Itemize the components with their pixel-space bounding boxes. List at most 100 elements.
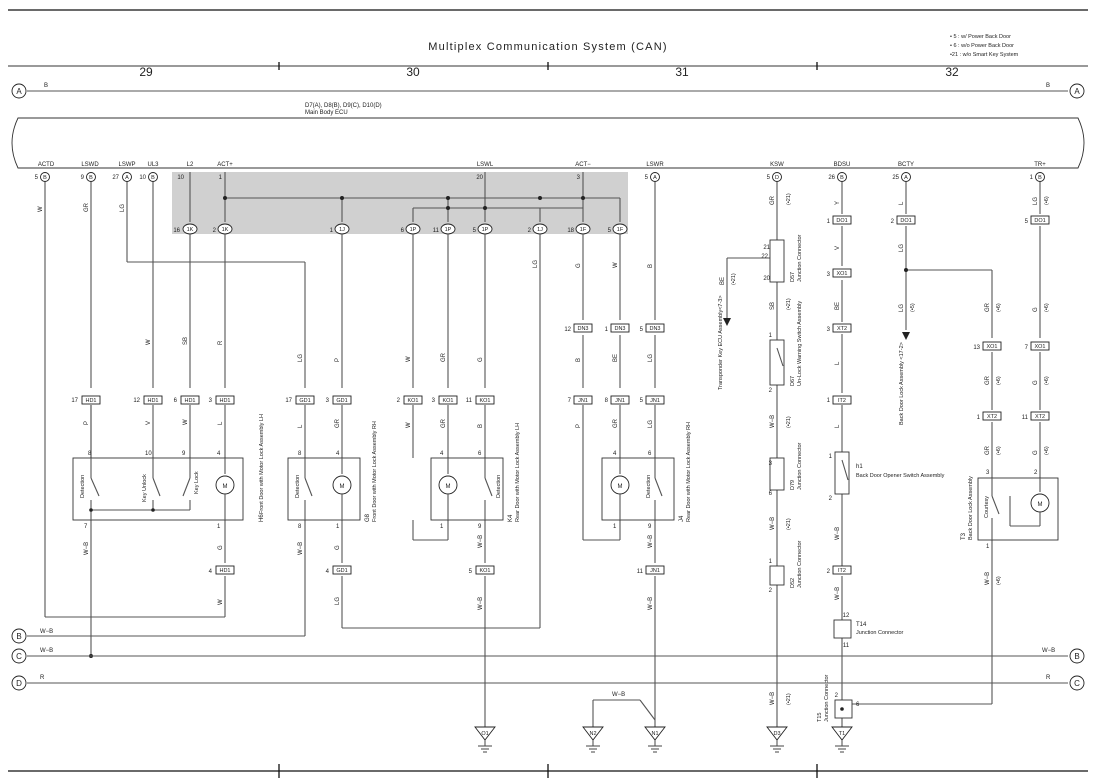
svg-text:(•6): (•6) bbox=[1044, 196, 1050, 205]
svg-text:9: 9 bbox=[81, 175, 85, 181]
svg-text:LG: LG bbox=[533, 260, 539, 268]
svg-text:2: 2 bbox=[891, 219, 895, 225]
svg-text:1: 1 bbox=[330, 228, 334, 234]
svg-text:26: 26 bbox=[828, 175, 835, 181]
svg-text:R: R bbox=[218, 340, 224, 345]
svg-text:1: 1 bbox=[613, 524, 617, 530]
svg-text:T3: T3 bbox=[961, 532, 967, 540]
svg-text:1: 1 bbox=[336, 524, 340, 530]
svg-text:D57: D57 bbox=[790, 272, 796, 282]
svg-text:ACT−: ACT− bbox=[575, 162, 591, 168]
svg-text:1F: 1F bbox=[617, 227, 624, 233]
svg-text:1K: 1K bbox=[187, 227, 194, 233]
svg-text:L: L bbox=[899, 201, 905, 205]
svg-text:A: A bbox=[904, 175, 908, 181]
svg-text:GR: GR bbox=[985, 302, 991, 312]
svg-text:B: B bbox=[1074, 652, 1079, 661]
svg-text:1: 1 bbox=[827, 398, 831, 404]
svg-text:9: 9 bbox=[648, 524, 652, 530]
ecu-pin-labels: ACTD LSWD LSWP UL3 L2 ACT+ LSWL ACT− LSW… bbox=[38, 162, 1046, 168]
ground-d3: D3 bbox=[766, 726, 788, 753]
svg-text:8: 8 bbox=[88, 451, 92, 457]
note-1: • 5 : w/ Power Back Door bbox=[950, 34, 1011, 40]
svg-text:W−B: W−B bbox=[835, 587, 841, 600]
svg-text:Key Lock: Key Lock bbox=[194, 471, 200, 494]
lower-bus-c: C B W−B W−B bbox=[11, 648, 1085, 664]
svg-text:D: D bbox=[775, 175, 779, 181]
ecu-pin-connectors: 5 B 9 B 27 A 10 B 10 1 20 3 5 A 5 D 26 B… bbox=[35, 172, 1045, 182]
svg-text:B: B bbox=[478, 424, 484, 428]
svg-text:5: 5 bbox=[1025, 219, 1029, 225]
svg-text:SB: SB bbox=[770, 302, 776, 310]
svg-text:Back Door Lock Assembly <17-2>: Back Door Lock Assembly <17-2> bbox=[899, 342, 905, 425]
t3-back-door-lock: 3 2 1 Courtesy M T3 Back Door Lock Assem… bbox=[961, 470, 1059, 550]
svg-text:Detection: Detection bbox=[295, 475, 301, 498]
svg-text:A: A bbox=[653, 175, 657, 181]
j4-rear-door-rh: 4 6 1 9 M Detection J4 Rear Door with Mo… bbox=[601, 422, 692, 530]
t14-junction: 12 11 T14 Junction Connector bbox=[833, 613, 904, 649]
svg-text:Detection: Detection bbox=[80, 475, 86, 498]
ground-n2: N2 bbox=[582, 726, 604, 753]
svg-text:B: B bbox=[1038, 175, 1042, 181]
svg-text:1: 1 bbox=[1030, 175, 1034, 181]
svg-text:P: P bbox=[576, 424, 582, 428]
svg-text:5: 5 bbox=[640, 327, 644, 333]
svg-text:(•6): (•6) bbox=[996, 376, 1002, 385]
svg-text:3: 3 bbox=[577, 175, 581, 181]
svg-text:XO1: XO1 bbox=[986, 344, 997, 350]
svg-text:25: 25 bbox=[892, 175, 899, 181]
ecu-lower-connectors: 16 1K 2 1K 1 1J 6 1P 11 1P 5 1P 2 1J 18 … bbox=[173, 223, 628, 235]
svg-text:L: L bbox=[835, 424, 841, 428]
svg-text:DN3: DN3 bbox=[649, 326, 660, 332]
svg-text:LG: LG bbox=[1033, 197, 1039, 205]
svg-text:BCTY: BCTY bbox=[898, 162, 914, 168]
svg-text:HD1: HD1 bbox=[85, 398, 96, 404]
svg-text:3: 3 bbox=[986, 470, 990, 476]
svg-text:11: 11 bbox=[433, 228, 440, 234]
svg-text:G: G bbox=[1033, 307, 1039, 312]
svg-text:5: 5 bbox=[35, 175, 39, 181]
svg-text:J4: J4 bbox=[679, 515, 685, 522]
ground-t1: T1 bbox=[831, 726, 853, 753]
svg-text:4: 4 bbox=[440, 451, 444, 457]
svg-text:1P: 1P bbox=[445, 227, 452, 233]
svg-text:B: B bbox=[43, 175, 47, 181]
svg-text:HD1: HD1 bbox=[219, 568, 230, 574]
svg-text:LG: LG bbox=[298, 354, 304, 362]
svg-text:1P: 1P bbox=[410, 227, 417, 233]
svg-text:1: 1 bbox=[827, 219, 831, 225]
svg-text:W: W bbox=[218, 599, 224, 605]
svg-text:Front Door with Motor Lock Ass: Front Door with Motor Lock Assembly RH bbox=[372, 421, 378, 522]
wire-color-labels-col-32: Y V BE L L W−B W−B L LG LG (•5) Back Doo… bbox=[835, 196, 1050, 600]
svg-text:(•5): (•5) bbox=[910, 303, 916, 312]
h1-back-door-opener: 1 2 h1 Back Door Opener Switch Assembly bbox=[829, 451, 945, 502]
bus-label: B bbox=[44, 83, 48, 89]
svg-text:(•6): (•6) bbox=[1044, 376, 1050, 385]
svg-text:BDSU: BDSU bbox=[834, 162, 851, 168]
svg-text:Junction Connector: Junction Connector bbox=[797, 540, 803, 588]
wires-col-29 bbox=[44, 182, 305, 658]
wire-color-labels-col-31: G W B B BE LG P GR LG W−B W−B W−B GR (•2… bbox=[576, 193, 792, 705]
svg-text:GR: GR bbox=[335, 418, 341, 428]
svg-text:2: 2 bbox=[213, 228, 217, 234]
g8-front-door-rh: 8 4 8 1 Detection M G8 Front Door with M… bbox=[287, 421, 378, 530]
back-door-connectors: 1 DO1 2 DO1 5 DO1 3 XO1 3 XT2 1 IT2 2 IT… bbox=[827, 215, 1050, 575]
svg-text:3: 3 bbox=[209, 398, 213, 404]
svg-text:LG: LG bbox=[899, 244, 905, 252]
svg-text:L2: L2 bbox=[187, 162, 194, 168]
svg-text:21: 21 bbox=[763, 245, 770, 251]
svg-text:5: 5 bbox=[469, 569, 473, 575]
gd1-ko1-connectors: 17 GD1 3 GD1 2 KO1 3 KO1 11 KO1 4 GD1 5 … bbox=[285, 395, 495, 575]
svg-text:12: 12 bbox=[564, 327, 571, 333]
svg-text:Y: Y bbox=[835, 201, 841, 205]
svg-text:(•21): (•21) bbox=[786, 298, 792, 310]
svg-text:10: 10 bbox=[145, 451, 152, 457]
column-number: 29 bbox=[139, 65, 153, 79]
svg-text:ACTD: ACTD bbox=[38, 162, 55, 168]
svg-text:(•21): (•21) bbox=[786, 518, 792, 530]
svg-text:O1: O1 bbox=[481, 731, 488, 737]
svg-text:TR+: TR+ bbox=[1034, 162, 1046, 168]
note-3: •21 : w/o Smart Key System bbox=[950, 52, 1019, 58]
svg-text:W−B: W−B bbox=[770, 415, 776, 428]
